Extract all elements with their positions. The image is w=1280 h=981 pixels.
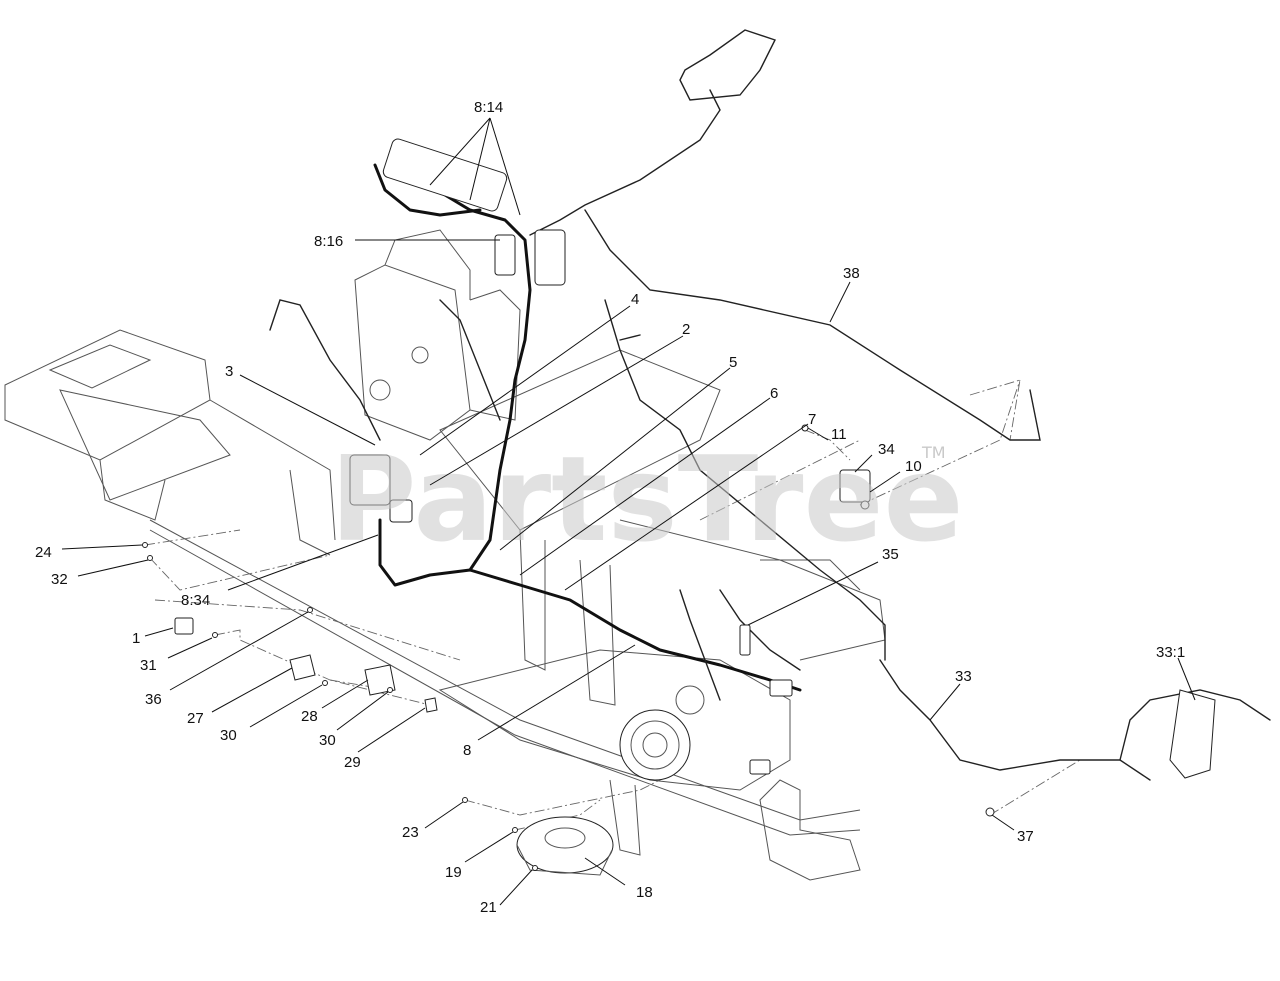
fan-guard xyxy=(619,709,691,781)
callout-21[interactable]: 21 xyxy=(480,899,497,916)
leader-lines xyxy=(61,117,1196,906)
callout-18[interactable]: 18 xyxy=(636,884,653,901)
callout-30[interactable]: 30 xyxy=(220,727,237,744)
callout-33-1[interactable]: 33:1 xyxy=(1156,644,1185,661)
callout-4[interactable]: 4 xyxy=(631,291,639,308)
components xyxy=(142,138,1216,876)
callout-36[interactable]: 36 xyxy=(145,691,162,708)
bracket xyxy=(289,654,316,681)
connector-block xyxy=(494,234,516,276)
callout-1[interactable]: 1 xyxy=(132,630,140,647)
partstree-watermark: PartsTree TM xyxy=(330,430,964,568)
relay xyxy=(839,469,871,503)
callout-24[interactable]: 24 xyxy=(35,544,52,561)
callout-labels: 8:14 8:16 38 4 2 3 5 6 7 11 34 10 24 32 … xyxy=(35,99,1185,916)
connector-block xyxy=(382,138,508,212)
callout-19[interactable]: 19 xyxy=(445,864,462,881)
callout-28[interactable]: 28 xyxy=(301,708,318,725)
callout-37[interactable]: 37 xyxy=(1017,828,1034,845)
connector-block xyxy=(349,454,391,506)
connector-block xyxy=(749,759,771,775)
callout-8-14[interactable]: 8:14 xyxy=(474,99,503,116)
callout-2[interactable]: 2 xyxy=(682,321,690,338)
callout-34[interactable]: 34 xyxy=(878,441,895,458)
callout-27[interactable]: 27 xyxy=(187,710,204,727)
callout-23[interactable]: 23 xyxy=(402,824,419,841)
callout-30[interactable]: 30 xyxy=(319,732,336,749)
connector-block xyxy=(389,499,413,523)
svg-text:TM: TM xyxy=(921,443,946,462)
callout-8-34[interactable]: 8:34 xyxy=(181,592,210,609)
fuse-holder xyxy=(424,697,438,713)
callout-6[interactable]: 6 xyxy=(770,385,778,402)
callout-35[interactable]: 35 xyxy=(882,546,899,563)
sensor xyxy=(364,664,396,696)
connector-block xyxy=(534,229,566,286)
callout-5[interactable]: 5 xyxy=(729,354,737,371)
connector-block xyxy=(739,624,751,656)
cooling-fan xyxy=(516,816,614,874)
callout-38[interactable]: 38 xyxy=(843,265,860,282)
callout-10[interactable]: 10 xyxy=(905,458,922,475)
callout-8[interactable]: 8 xyxy=(463,742,471,759)
main-wire-harness xyxy=(269,29,1271,781)
callout-11[interactable]: 11 xyxy=(831,426,847,443)
connector-block xyxy=(174,617,194,635)
callout-29[interactable]: 29 xyxy=(344,754,361,771)
connector-block xyxy=(769,679,793,697)
callout-3[interactable]: 3 xyxy=(225,363,233,380)
svg-text:PartsTree: PartsTree xyxy=(330,430,964,568)
callout-33[interactable]: 33 xyxy=(955,668,972,685)
callout-32[interactable]: 32 xyxy=(51,571,68,588)
callout-7[interactable]: 7 xyxy=(808,411,816,428)
ignition-module xyxy=(1169,689,1216,779)
callout-31[interactable]: 31 xyxy=(140,657,157,674)
callout-8-16[interactable]: 8:16 xyxy=(314,233,343,250)
